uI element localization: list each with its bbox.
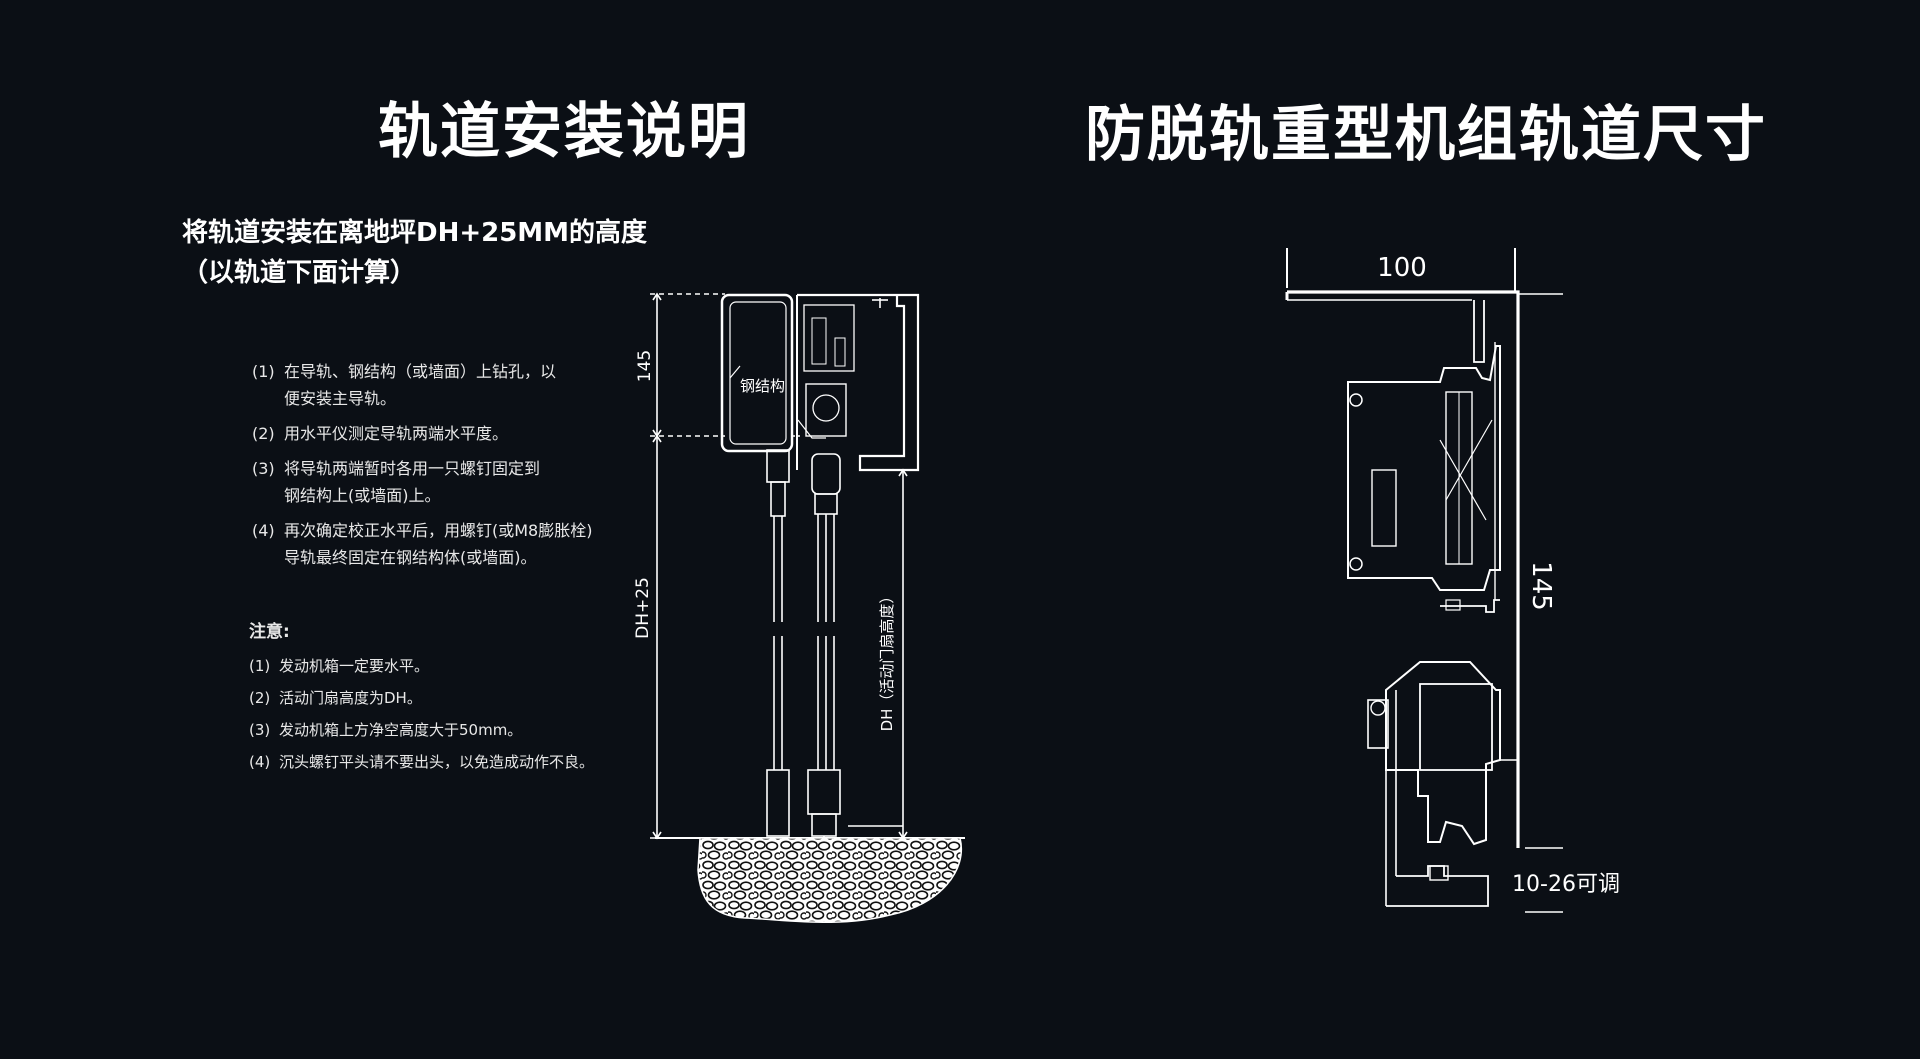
subheading-line: 将轨道安装在离地坪DH+25MM的高度 bbox=[182, 218, 648, 248]
note-text: 沉头螺钉平头请不要出头，以免造成动作不良。 bbox=[279, 753, 595, 771]
note-item: (4) 沉头螺钉平头请不要出头，以免造成动作不良。 bbox=[249, 746, 669, 778]
step-text: 导轨最终固定在钢结构体(或墙面)。 bbox=[284, 548, 537, 567]
note-number: (4) bbox=[249, 753, 271, 771]
note-number: (3) bbox=[249, 721, 271, 739]
step-item: (2) 用水平仪测定导轨两端水平度。 bbox=[252, 420, 642, 447]
dim-dh25-label: DH+25 bbox=[633, 577, 653, 639]
installation-title: 轨道安装说明 bbox=[378, 97, 750, 167]
step-number: (4) bbox=[252, 521, 275, 540]
step-text: 再次确定校正水平后，用螺钉(或M8膨胀栓) bbox=[284, 521, 593, 540]
subheading-line: （以轨道下面计算） bbox=[182, 258, 417, 288]
note-text: 发动机箱上方净空高度大于50mm。 bbox=[279, 721, 523, 739]
note-text: 发动机箱一定要水平。 bbox=[279, 657, 430, 675]
step-text: 在导轨、钢结构（或墙面）上钻孔，以 bbox=[284, 362, 557, 381]
note-item: (2) 活动门扇高度为DH。 bbox=[249, 682, 669, 714]
dim-height-label: 145 bbox=[1526, 561, 1556, 611]
steel-structure-label: 钢结构 bbox=[740, 377, 785, 395]
step-item: (1) 在导轨、钢结构（或墙面）上钻孔，以 便安装主导轨。 bbox=[252, 358, 642, 412]
dimensions-title: 防脱轨重型机组轨道尺寸 bbox=[1085, 100, 1767, 170]
note-number: (1) bbox=[249, 657, 271, 675]
install-height-subheading: 将轨道安装在离地坪DH+25MM的高度 （以轨道下面计算） bbox=[182, 213, 647, 293]
step-text: 钢结构上(或墙面)上。 bbox=[284, 486, 441, 505]
note-item: (3) 发动机箱上方净空高度大于50mm。 bbox=[249, 714, 669, 746]
dim-145-label: 145 bbox=[635, 350, 655, 382]
step-number: (3) bbox=[252, 459, 275, 478]
step-text: 用水平仪测定导轨两端水平度。 bbox=[284, 424, 509, 443]
step-item: (3) 将导轨两端暂时各用一只螺钉固定到 钢结构上(或墙面)上。 bbox=[252, 455, 642, 509]
step-number: (2) bbox=[252, 424, 275, 443]
step-text: 便安装主导轨。 bbox=[284, 389, 397, 408]
note-number: (2) bbox=[249, 689, 271, 707]
install-steps: (1) 在导轨、钢结构（或墙面）上钻孔，以 便安装主导轨。 (2) 用水平仪测定… bbox=[252, 358, 642, 579]
notes-title: 注意: bbox=[249, 622, 290, 642]
note-text: 活动门扇高度为DH。 bbox=[279, 689, 422, 707]
dim-dh-label: DH（活动门扇高度） bbox=[878, 589, 896, 732]
step-item: (4) 再次确定校正水平后，用螺钉(或M8膨胀栓) 导轨最终固定在钢结构体(或墙… bbox=[252, 517, 642, 571]
dim-adjust-label: 10-26可调 bbox=[1512, 872, 1620, 897]
step-text: 将导轨两端暂时各用一只螺钉固定到 bbox=[284, 459, 541, 478]
note-item: (1) 发动机箱一定要水平。 bbox=[249, 650, 669, 682]
dim-width-label: 100 bbox=[1377, 253, 1427, 283]
step-number: (1) bbox=[252, 362, 275, 381]
notes-section: 注意: (1) 发动机箱一定要水平。 (2) 活动门扇高度为DH。 (3) 发动机箱上… bbox=[249, 617, 669, 778]
